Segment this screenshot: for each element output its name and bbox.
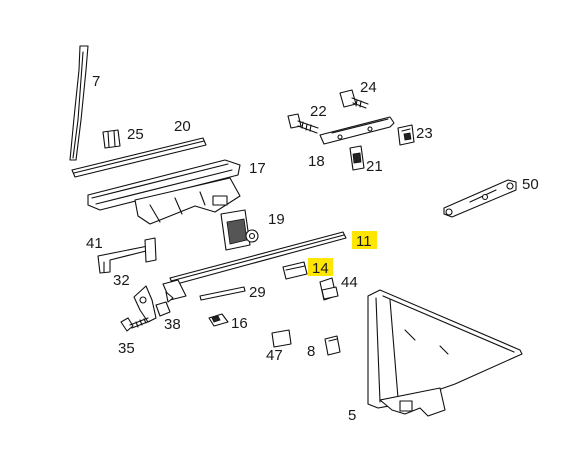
- callout-labels: 7 25 20 17 19 41 32 29 38 16 35 47 8 5 1…: [86, 73, 539, 424]
- callout-14: 14: [312, 260, 329, 277]
- part-20-rail: [71, 137, 207, 178]
- callout-38: 38: [164, 316, 181, 333]
- part-25-clip: [102, 129, 121, 149]
- part-22-bolt: [287, 113, 319, 134]
- callout-18: 18: [308, 153, 325, 170]
- part-41-bracket: [97, 237, 157, 274]
- callout-44: 44: [341, 274, 358, 291]
- callout-24: 24: [360, 79, 377, 96]
- part-11-guide-rail: [162, 231, 347, 303]
- part-17-channel: [87, 159, 241, 225]
- callout-21: 21: [366, 158, 383, 175]
- part-23-clip: [397, 124, 415, 146]
- part-5-quarter-glass: [367, 289, 523, 417]
- callout-7: 7: [92, 73, 100, 90]
- highlight-14: [308, 258, 333, 276]
- highlight-11: [352, 231, 377, 249]
- part-35-screw: [120, 317, 151, 332]
- callout-22: 22: [310, 103, 327, 120]
- callout-25: 25: [127, 126, 144, 143]
- part-47-pad: [271, 329, 292, 348]
- part-7-seal-strip: [69, 45, 89, 161]
- part-24-bolt: [339, 89, 369, 109]
- part-29-rod: [199, 286, 246, 301]
- callout-41: 41: [86, 235, 103, 252]
- callout-19: 19: [268, 211, 285, 228]
- callout-47: 47: [266, 347, 283, 364]
- callout-16: 16: [231, 315, 248, 332]
- callout-17: 17: [249, 160, 266, 177]
- callout-5: 5: [348, 407, 356, 424]
- callout-32: 32: [113, 272, 130, 289]
- callout-50: 50: [522, 176, 539, 193]
- part-32-lever: [133, 285, 171, 323]
- part-8-block: [324, 335, 341, 356]
- callout-35: 35: [118, 340, 135, 357]
- part-50-hinge-plate: [443, 179, 517, 218]
- part-19-regulator: [220, 209, 259, 251]
- callout-8: 8: [307, 343, 315, 360]
- part-18-bracket: [319, 116, 395, 145]
- part-21-clip: [349, 145, 365, 171]
- part-16-clip: [208, 313, 229, 327]
- part-44-stop: [319, 277, 339, 301]
- callout-29: 29: [249, 284, 266, 301]
- callout-20: 20: [174, 118, 191, 135]
- callout-11: 11: [356, 233, 372, 250]
- callout-23: 23: [416, 125, 433, 142]
- part-14-slider: [282, 261, 308, 280]
